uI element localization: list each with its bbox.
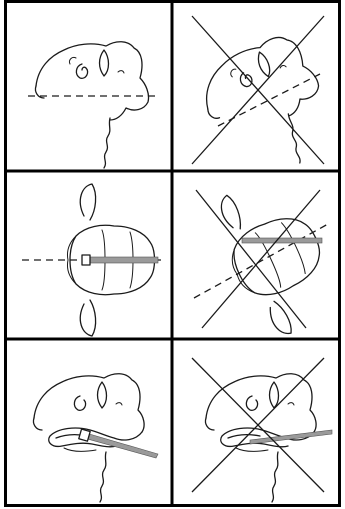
sheep-head-top-view-tilted [205, 169, 345, 344]
sheep-head-side-view [35, 42, 148, 168]
probe-shaft [86, 257, 158, 263]
probe-tip [79, 429, 90, 441]
cell-row3-incorrect [192, 358, 332, 502]
probe-shaft [250, 430, 332, 444]
cell-row3-correct [33, 374, 158, 502]
dashed-guide-line [194, 224, 328, 298]
cell-row1-correct [28, 42, 156, 168]
probe-shaft [84, 433, 158, 458]
probe-tip [82, 255, 90, 265]
x-cross-line-2 [202, 190, 320, 328]
x-cross-line-1 [196, 190, 306, 328]
grid-frame [6, 2, 340, 506]
sheep-head-side-view-tilted [192, 29, 341, 186]
cell-row2-correct [22, 184, 162, 336]
cell-row1-incorrect [192, 16, 342, 186]
cell-row2-incorrect [194, 169, 345, 344]
probe-shaft [242, 238, 322, 243]
